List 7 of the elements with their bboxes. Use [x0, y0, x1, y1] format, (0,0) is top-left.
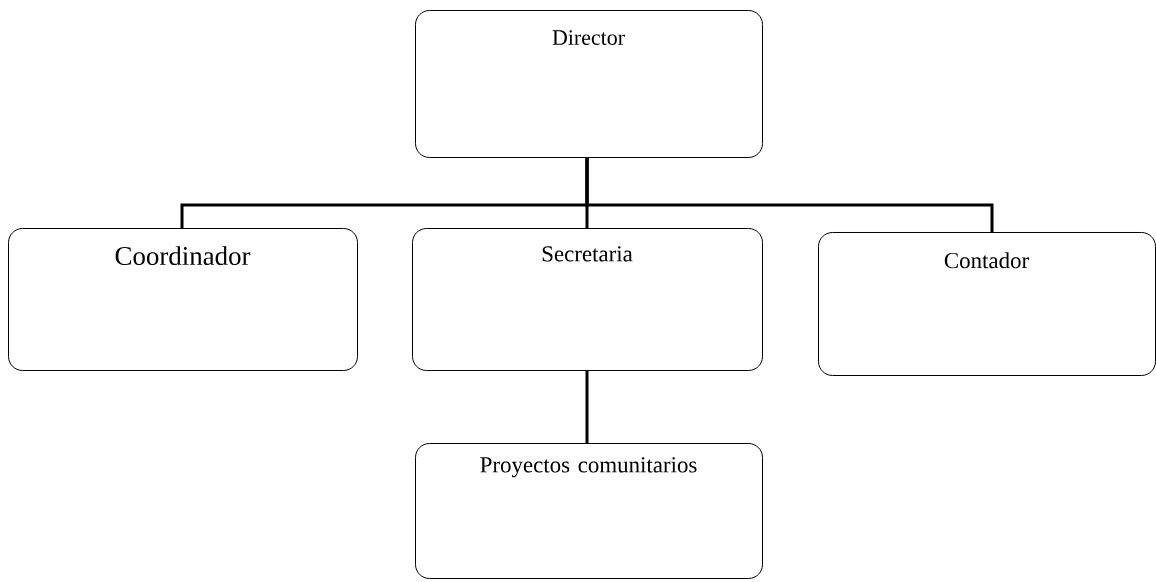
connector-line	[585, 158, 994, 232]
org-box: Secretaria	[412, 228, 763, 371]
org-box: Director	[415, 10, 763, 158]
org-box: Coordinador	[8, 228, 358, 371]
connector-line	[585, 371, 589, 443]
org-box: Proyectos comunitarios	[415, 443, 763, 579]
org-box: Contador	[818, 232, 1156, 376]
